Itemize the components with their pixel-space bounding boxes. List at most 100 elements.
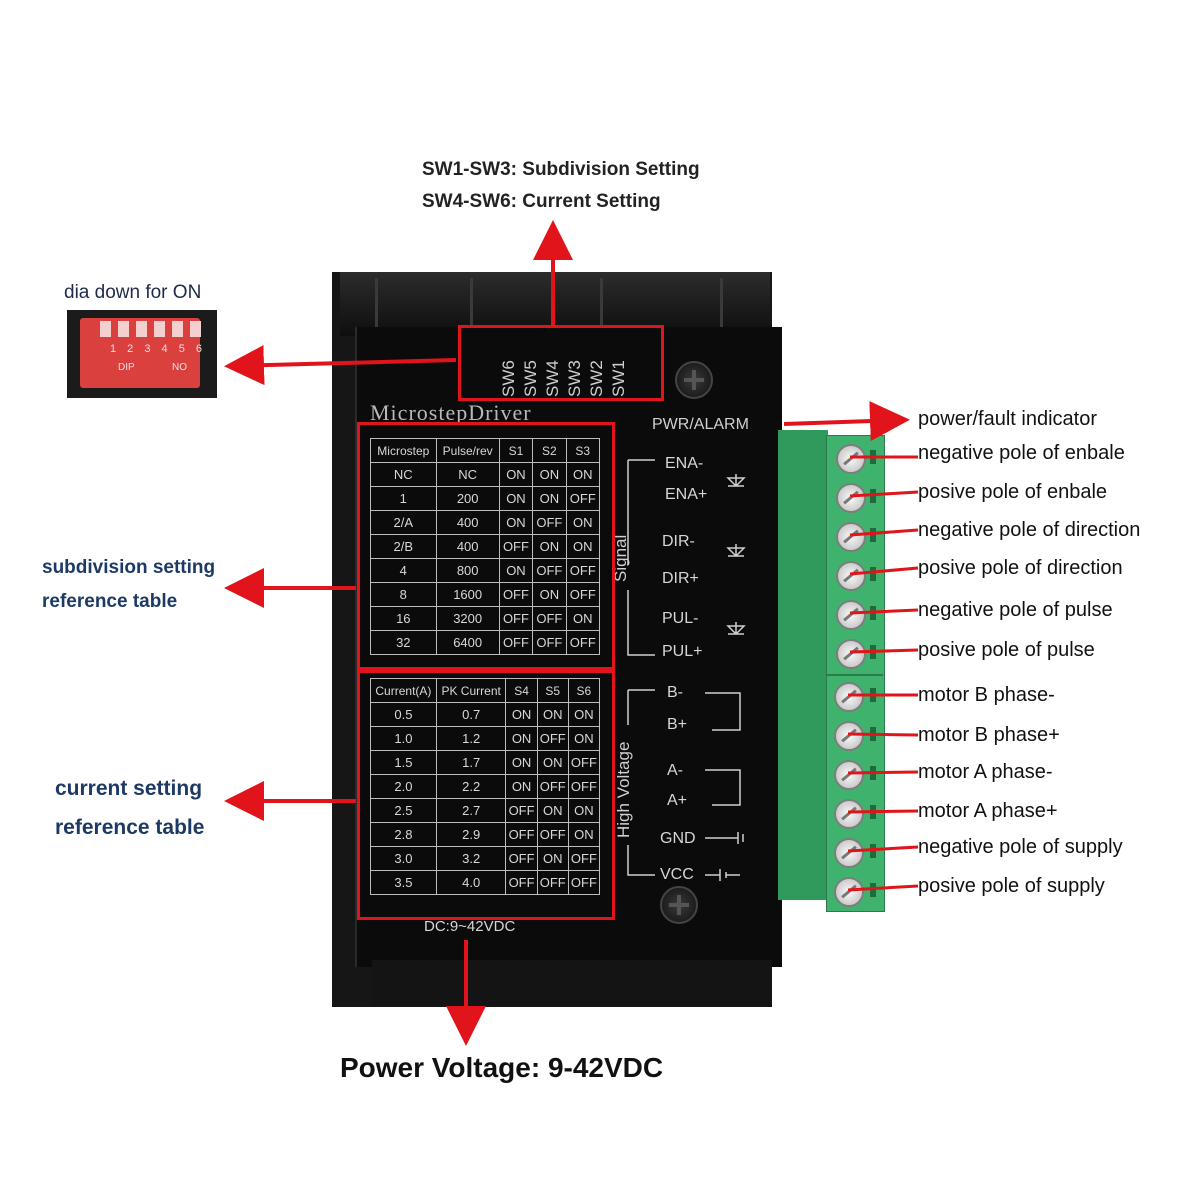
dip-on-label: NO xyxy=(172,362,187,373)
current-table-cell: 1.5 xyxy=(370,750,437,775)
subdivision-table-header-cell: Microstep xyxy=(370,438,437,463)
label-power-fault-indicator: power/fault indicator xyxy=(918,408,1097,430)
label-dir-minus: negative pole of direction xyxy=(918,519,1141,541)
dip-key xyxy=(118,321,129,337)
subdivision-table-cell: OFF xyxy=(498,630,534,655)
current-table-cell: ON xyxy=(567,702,601,727)
terminal-screw-icon xyxy=(834,877,864,907)
current-table-header-cell: S6 xyxy=(567,678,601,703)
pin-vcc: VCC xyxy=(660,866,694,883)
label-motor-b-minus: motor B phase- xyxy=(918,684,1055,706)
terminal-screw-icon xyxy=(836,444,866,474)
driver-foot xyxy=(372,960,772,1006)
heatsink-fin xyxy=(470,278,473,330)
pin-ena-minus: ENA- xyxy=(665,455,704,472)
dip-key xyxy=(154,321,165,337)
current-table-cell: OFF xyxy=(536,822,569,847)
terminal-screw-icon xyxy=(836,522,866,552)
terminal-screw-icon xyxy=(834,799,864,829)
pin-pul-plus: PUL+ xyxy=(662,643,703,660)
subdivision-table-cell: ON xyxy=(565,606,601,631)
current-table-cell: OFF xyxy=(536,870,569,895)
label-supply-minus: negative pole of supply xyxy=(918,836,1123,858)
terminal-screw-icon xyxy=(836,483,866,513)
pin-dir-plus: DIR+ xyxy=(662,570,699,587)
pin-ena-plus: ENA+ xyxy=(665,486,708,503)
terminal-block-divider xyxy=(826,674,883,676)
pin-gnd: GND xyxy=(660,830,696,847)
subdivision-table-cell: ON xyxy=(532,534,567,559)
heatsink-fin xyxy=(375,278,378,330)
dip-caption: dia down for ON xyxy=(64,282,202,303)
current-table-cell: OFF xyxy=(567,846,601,871)
label-motor-a-minus: motor A phase- xyxy=(918,761,1053,783)
dip-numbers: 1 2 3 4 5 6 xyxy=(110,343,206,355)
terminal-screw-icon xyxy=(834,760,864,790)
screw-icon xyxy=(660,886,698,924)
current-table-cell: 2.2 xyxy=(435,774,507,799)
current-table-cell: OFF xyxy=(505,822,538,847)
current-note-line2: reference table xyxy=(55,816,205,839)
current-table-cell: OFF xyxy=(505,870,538,895)
label-motor-b-plus: motor B phase+ xyxy=(918,724,1060,746)
dc-voltage-label: DC:9~42VDC xyxy=(424,918,516,935)
label-motor-a-plus: motor A phase+ xyxy=(918,800,1058,822)
note-current-switches: SW4-SW6: Current Setting xyxy=(422,191,661,212)
pwr-alarm-label: PWR/ALARM xyxy=(652,416,749,433)
power-voltage-caption: Power Voltage: 9-42VDC xyxy=(340,1052,664,1083)
subdivision-table-cell: OFF xyxy=(565,630,601,655)
pin-a-plus: A+ xyxy=(667,792,688,809)
subdivision-table-header-cell: S3 xyxy=(565,438,601,463)
subdivision-table-cell: OFF xyxy=(498,606,534,631)
terminal-screw-icon xyxy=(834,838,864,868)
dip-key xyxy=(100,321,111,337)
subdivision-table-cell: 4 xyxy=(370,558,437,583)
current-table-cell: OFF xyxy=(536,774,569,799)
pin-bracket-lines xyxy=(627,459,746,881)
subdivision-table-header-cell: S2 xyxy=(532,438,567,463)
current-table-cell: OFF xyxy=(567,750,601,775)
label-supply-plus: posive pole of supply xyxy=(918,875,1105,897)
pin-pul-minus: PUL- xyxy=(662,610,699,627)
subdivision-table-cell: ON xyxy=(565,510,601,535)
screw-icon xyxy=(675,361,713,399)
terminal-screw-icon xyxy=(834,721,864,751)
label-pul-minus: negative pole of pulse xyxy=(918,599,1113,621)
terminal-block-base xyxy=(778,430,828,900)
current-table-cell: 0.5 xyxy=(370,702,437,727)
current-note-line1: current setting xyxy=(55,777,203,800)
subdivision-table-cell: 400 xyxy=(435,510,500,535)
current-table-cell: ON xyxy=(536,846,569,871)
dip-key xyxy=(190,321,201,337)
subdivision-table-cell: NC xyxy=(435,462,500,487)
current-table-cell: OFF xyxy=(505,846,538,871)
note-subdivision-switches: SW1-SW3: Subdivision Setting xyxy=(422,159,700,180)
current-table-cell: 1.0 xyxy=(370,726,437,751)
terminal-screw-icon xyxy=(836,639,866,669)
dip-key xyxy=(172,321,183,337)
current-table-cell: OFF xyxy=(536,726,569,751)
dip-label: DIP xyxy=(118,362,135,373)
terminal-screw-icon xyxy=(836,561,866,591)
terminal-slot xyxy=(870,528,876,542)
subdivision-highlight-box xyxy=(357,422,615,670)
current-table-cell: ON xyxy=(567,798,601,823)
current-table-cell: OFF xyxy=(567,870,601,895)
current-table-cell: 1.7 xyxy=(435,750,507,775)
dip-key xyxy=(136,321,147,337)
label-pul-plus: posive pole of pulse xyxy=(918,639,1095,661)
subdivision-table-cell: ON xyxy=(565,534,601,559)
current-table-cell: OFF xyxy=(567,774,601,799)
terminal-block xyxy=(826,435,885,912)
pin-a-minus: A- xyxy=(667,762,683,779)
